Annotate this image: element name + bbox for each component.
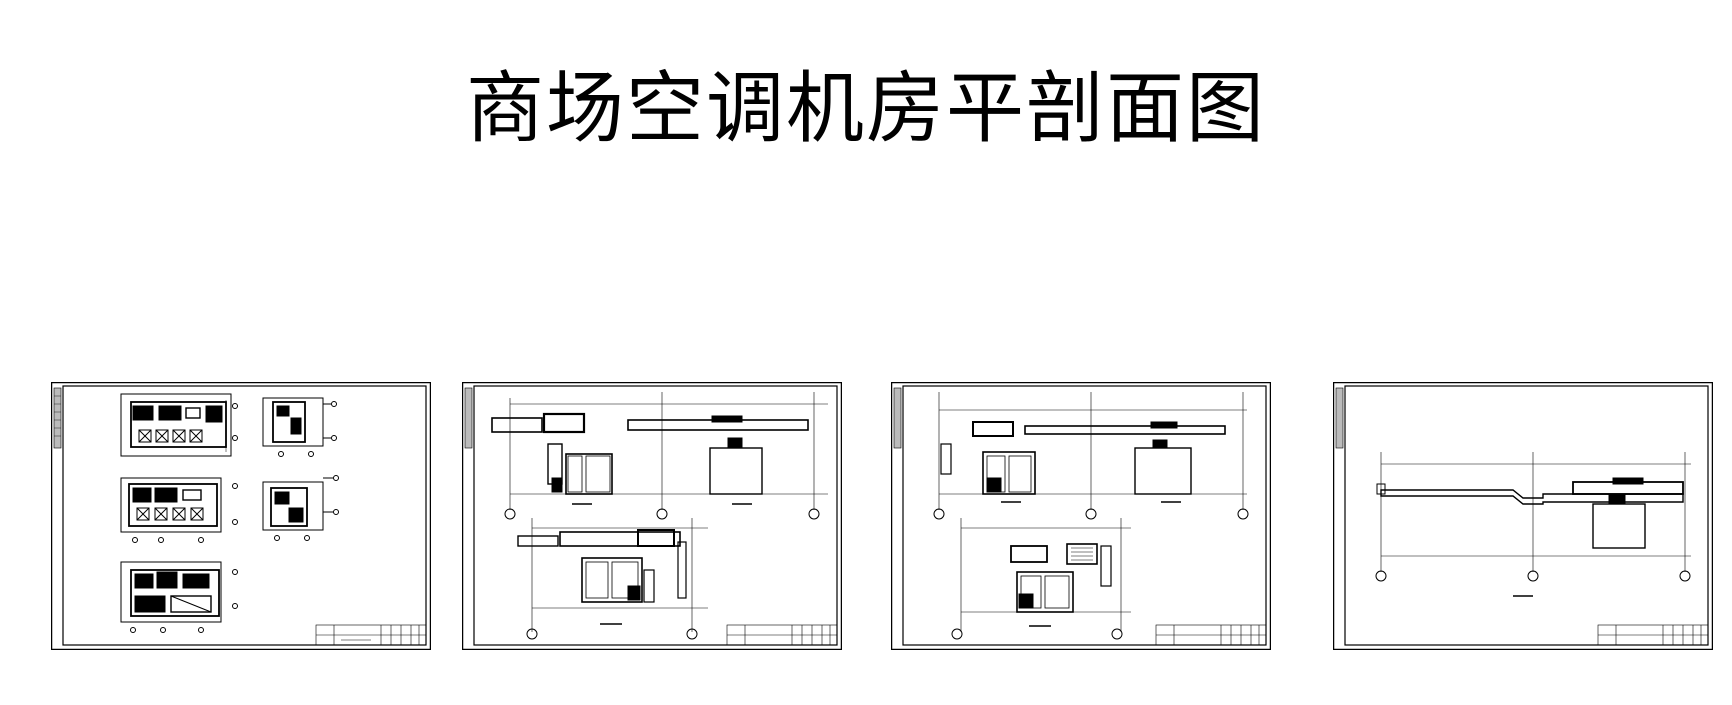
- plan-view-3: [120, 477, 238, 543]
- section-view-a: [491, 392, 828, 520]
- section-view-b: [517, 518, 708, 640]
- section-view-c: [933, 392, 1249, 520]
- drawing-sheet-1-plans[interactable]: [51, 382, 431, 650]
- page-title: 商场空调机房平剖面图: [465, 64, 1266, 154]
- plan-view-4: [262, 475, 339, 541]
- section-view-e: [1375, 452, 1691, 597]
- plan-view-2: [262, 397, 337, 457]
- plan-view-1: [120, 393, 238, 457]
- section-view-d: [951, 518, 1131, 640]
- plan-view-5: [120, 561, 238, 633]
- drawing-sheet-2-sections[interactable]: [462, 382, 842, 650]
- drawing-sheet-4-section[interactable]: [1333, 382, 1713, 650]
- drawing-sheet-3-sections[interactable]: [891, 382, 1271, 650]
